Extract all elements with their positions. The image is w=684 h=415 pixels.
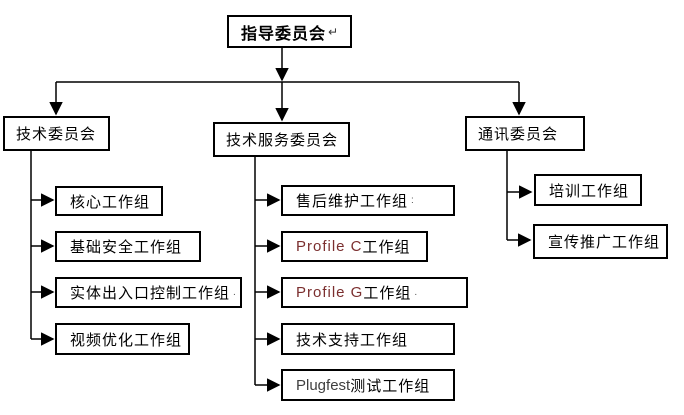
node-label: 工作组 xyxy=(363,285,412,302)
node-training-workgroup: 培训工作组 xyxy=(534,174,642,206)
node-profile-g-workgroup: Profile G 工作组. xyxy=(281,277,468,308)
node-label: 宣传推广工作组 xyxy=(548,234,661,251)
format-mark: . xyxy=(233,287,236,298)
node-label: 培训工作组 xyxy=(549,182,630,200)
node-basic-security-workgroup: 基础安全工作组 xyxy=(55,231,201,262)
node-promotion-workgroup: 宣传推广工作组 xyxy=(533,224,668,259)
node-plugfest-test-workgroup: Plugfest 测试工作组 xyxy=(281,369,455,401)
node-label: 基础安全工作组 xyxy=(70,239,183,256)
format-mark: : xyxy=(411,195,414,206)
node-core-workgroup: 核心工作组 xyxy=(55,186,163,216)
node-communication-committee: 通讯委员会 xyxy=(465,116,585,151)
node-label: 测试工作组 xyxy=(350,377,431,395)
node-label: 实体出入口控制工作组 xyxy=(70,285,231,302)
node-label: 技术支持工作组 xyxy=(296,331,409,349)
node-tech-service-committee: 技术服务委员会 xyxy=(213,122,350,157)
node-label: 工作组 xyxy=(362,239,411,256)
node-label: 技术委员会 xyxy=(16,126,97,143)
node-profile-c-workgroup: Profile C 工作组 xyxy=(281,231,428,262)
node-aftersales-maintenance-workgroup: 售后维护工作组: xyxy=(281,185,455,216)
return-mark-icon: ↵ xyxy=(327,24,339,39)
node-label-accent: Profile C xyxy=(296,238,363,255)
node-label-accent: Profile G xyxy=(296,284,364,301)
node-steering-committee: 指导委员会↵ xyxy=(227,15,352,48)
node-label-latin: Plugfest xyxy=(296,376,351,394)
node-physical-access-control-workgroup: 实体出入口控制工作组. xyxy=(55,277,242,308)
node-label: 指导委员会 xyxy=(240,25,326,43)
format-mark: . xyxy=(414,287,418,298)
node-label: 通讯委员会 xyxy=(478,126,559,143)
node-label: 视频优化工作组 xyxy=(70,331,183,349)
node-tech-support-workgroup: 技术支持工作组 xyxy=(281,323,455,355)
node-label: 技术服务委员会 xyxy=(226,132,339,149)
node-tech-committee: 技术委员会 xyxy=(3,116,110,151)
node-video-optimization-workgroup: 视频优化工作组 xyxy=(55,323,190,355)
node-label: 核心工作组 xyxy=(70,193,151,211)
node-label: 售后维护工作组 xyxy=(296,193,409,210)
